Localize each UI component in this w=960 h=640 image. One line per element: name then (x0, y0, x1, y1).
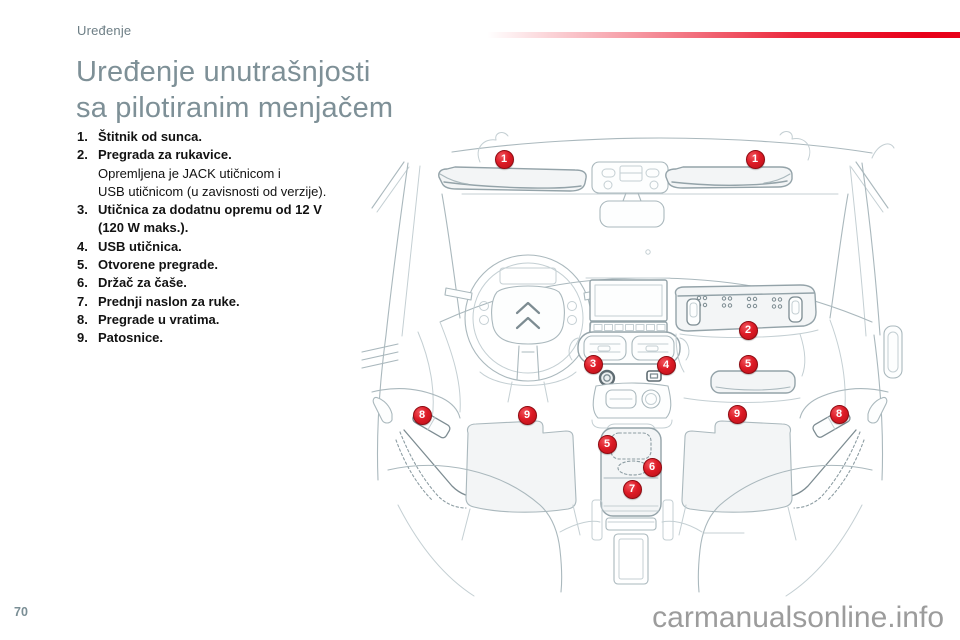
rearview-mirror (599, 192, 665, 228)
legend-item: 5. Otvorene pregrade. (77, 256, 367, 274)
diagram-marker-9: 9 (517, 405, 537, 425)
diagram-marker-4: 4 (656, 355, 676, 375)
legend-item-number: 4. (77, 238, 88, 254)
dashboard-shelf (674, 284, 819, 338)
watermark: carmanualsonline.info (652, 601, 944, 634)
legend-item: 4. USB utičnica. (77, 238, 367, 256)
legend-list: 1. Štitnik od sunca. 2. Pregrada za rukavic… (77, 128, 367, 348)
legend-item-text: Držač za čaše. (98, 275, 187, 291)
air-vents (568, 331, 690, 365)
legend-item: 2. Pregrada za rukavice. Opremljena je JAC… (77, 146, 367, 201)
left-door (361, 321, 479, 509)
legend-item-number: 6. (77, 275, 88, 291)
right-door (781, 319, 903, 509)
legend-item-text: (120 W maks.). (98, 220, 189, 236)
diagram-marker-9: 9 (727, 404, 747, 424)
page-title-line2: sa pilotiranim menjačem (76, 92, 394, 124)
legend-item: 1. Štitnik od sunca. (77, 128, 367, 146)
floor-mats (461, 420, 797, 541)
usb-socket (646, 370, 662, 382)
legend-item: 7. Prednji naslon za ruke. (77, 293, 367, 311)
legend-item-text: Utičnica za dodatnu opremu od 12 V (98, 202, 322, 218)
section-header: Uređenje (77, 23, 132, 38)
diagram-marker-2: 2 (738, 320, 758, 340)
center-lower-panel (591, 382, 673, 429)
legend-item-text: Prednji naslon za ruke. (98, 293, 240, 309)
diagram-marker-6: 6 (642, 457, 662, 477)
legend-item-number: 2. (77, 147, 88, 163)
diagram-marker-8: 8 (829, 404, 849, 424)
sun-visor-left (438, 166, 587, 192)
overhead-console (591, 161, 669, 194)
sun-visor-right (665, 166, 793, 189)
legend-item-number: 9. (77, 330, 88, 346)
legend-item: 9. Patosnice. (77, 329, 367, 347)
touchscreen (585, 277, 671, 334)
legend-item: 6. Držač za čaše. (77, 274, 367, 292)
12v-socket (598, 369, 616, 387)
diagram-marker-5: 5 (597, 434, 617, 454)
legend-item-number: 5. (77, 257, 88, 273)
a-pillars (371, 161, 889, 337)
diagram-marker-5: 5 (738, 354, 758, 374)
accent-bar (487, 32, 960, 38)
legend-item-text: Pregrada za rukavice. (98, 147, 232, 163)
steering-wheel (444, 254, 612, 403)
legend-item-text: Opremljena je JACK utičnicom i (98, 165, 281, 181)
legend-item: 8. Pregrade u vratima. (77, 311, 367, 329)
diagram-marker-1: 1 (494, 149, 514, 169)
legend-item-number: 3. (77, 202, 88, 218)
diagram-marker-1: 1 (745, 149, 765, 169)
legend-item-number: 1. (77, 129, 88, 144)
legend-item-number: 8. (77, 311, 88, 327)
page-title: Uređenje unutrašnjosti sa pilotiranim men… (76, 54, 393, 126)
diagram-marker-7: 7 (622, 479, 642, 499)
roof (451, 131, 895, 163)
legend-item-text: Pregrade u vratima. (98, 311, 220, 327)
car-interior-drawing (361, 131, 903, 597)
legend-item-number: 7. (77, 293, 88, 309)
legend-item-text: Štitnik od sunca. (98, 129, 203, 144)
legend-item: 3. Utičnica za dodatnu opremu od 12 V (120… (77, 201, 367, 238)
diagram-marker-3: 3 (583, 354, 603, 374)
legend-item-text: Patosnice. (98, 330, 164, 346)
diagram-marker-8: 8 (412, 405, 432, 425)
seats (387, 464, 873, 597)
page-number: 70 (14, 605, 28, 619)
legend-item-text: USB utičnicom (u zavisnosti od verzije). (98, 183, 327, 199)
page-title-line1: Uređenje unutrašnjosti (76, 56, 371, 88)
legend-item-text: Otvorene pregrade. (98, 257, 218, 273)
legend-item-text: USB utičnica. (98, 238, 182, 254)
